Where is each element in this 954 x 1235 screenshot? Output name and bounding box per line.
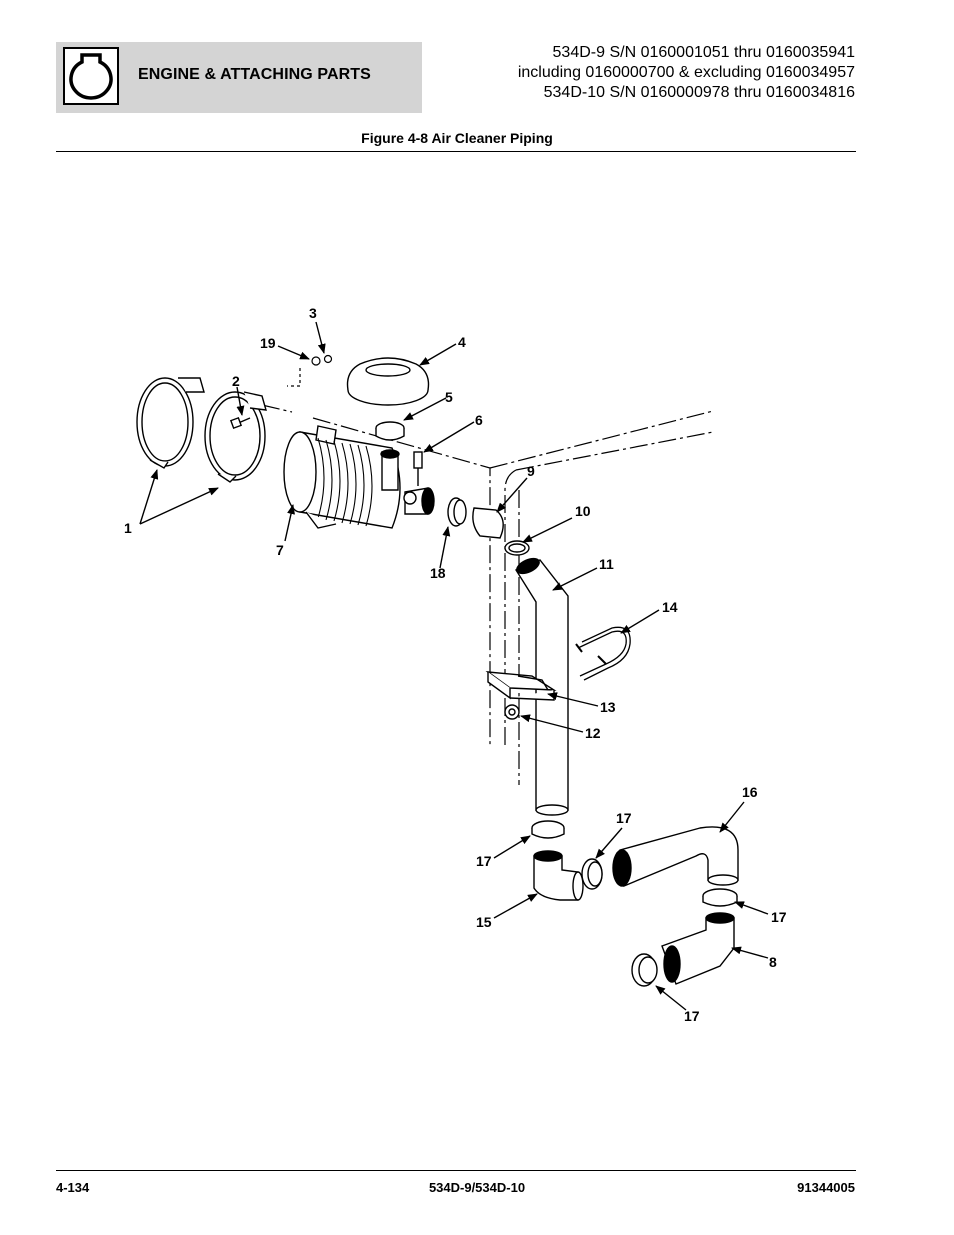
flange-nut: [504, 704, 520, 720]
callout-10: 10: [575, 503, 591, 519]
figure-title: Figure 4-8 Air Cleaner Piping: [361, 130, 553, 146]
hose-clamp: [581, 858, 603, 890]
nut-and-washer: [287, 354, 333, 387]
elbow: [472, 507, 504, 539]
callout-17: 17: [771, 909, 787, 925]
frame-outline: [261, 404, 714, 785]
mounting-band: [136, 377, 205, 469]
callout-8: 8: [769, 954, 777, 970]
callout-14: 14: [662, 599, 678, 615]
air-cleaner-outlet: [380, 449, 435, 515]
lower-elbow: [533, 850, 584, 901]
hose-clamp: [702, 888, 738, 907]
callout-18: 18: [430, 565, 446, 581]
callout-1: 1: [124, 520, 132, 536]
callout-2: 2: [232, 373, 240, 389]
bent-hose: [612, 826, 739, 888]
precleaner-cap: [346, 357, 430, 406]
engine-section-icon: [63, 47, 119, 105]
serial-line: 534D-9 S/N 0160001051 thru 0160035941: [552, 44, 855, 61]
document-number: 91344005: [797, 1180, 855, 1195]
adapter: [661, 912, 735, 985]
serial-range: 534D-9 S/N 0160001051 thru 0160035941 in…: [518, 43, 855, 103]
callout-12: 12: [585, 725, 601, 741]
leader-lines: [139, 321, 769, 1011]
header-divider: [56, 151, 856, 152]
callout-9: 9: [527, 463, 535, 479]
air-cleaner-body: [283, 425, 401, 529]
hose-clamp: [504, 540, 530, 556]
callout-17: 17: [616, 810, 632, 826]
callout-7: 7: [276, 542, 284, 558]
callout-19: 19: [260, 335, 276, 351]
hose-clamp: [531, 820, 565, 839]
callout-6: 6: [475, 412, 483, 428]
callout-17: 17: [684, 1008, 700, 1024]
callout-4: 4: [458, 334, 466, 350]
callout-16: 16: [742, 784, 758, 800]
bolt: [229, 416, 251, 430]
u-bolt: [575, 626, 631, 681]
model-name: 534D-9/534D-10: [428, 1180, 526, 1195]
page-number: 4-134: [56, 1180, 90, 1195]
hose-clamp: [631, 953, 658, 987]
callout-11: 11: [599, 556, 614, 572]
callout-15: 15: [476, 914, 492, 930]
restriction-indicator: [413, 451, 423, 486]
callout-3: 3: [309, 305, 317, 321]
hose: [447, 497, 467, 527]
footer-divider: [56, 1170, 856, 1171]
section-title: ENGINE & ATTACHING PARTS: [138, 66, 371, 83]
mounting-band: [204, 391, 267, 483]
mounting-bracket: [485, 671, 557, 701]
callout-5: 5: [445, 389, 453, 405]
cap-clamp: [375, 421, 405, 441]
serial-line: including 0160000700 & excluding 0160034…: [517, 64, 855, 81]
callout-17: 17: [476, 853, 492, 869]
callout-13: 13: [600, 699, 616, 715]
serial-line: 534D-10 S/N 0160000978 thru 0160034816: [543, 84, 855, 101]
